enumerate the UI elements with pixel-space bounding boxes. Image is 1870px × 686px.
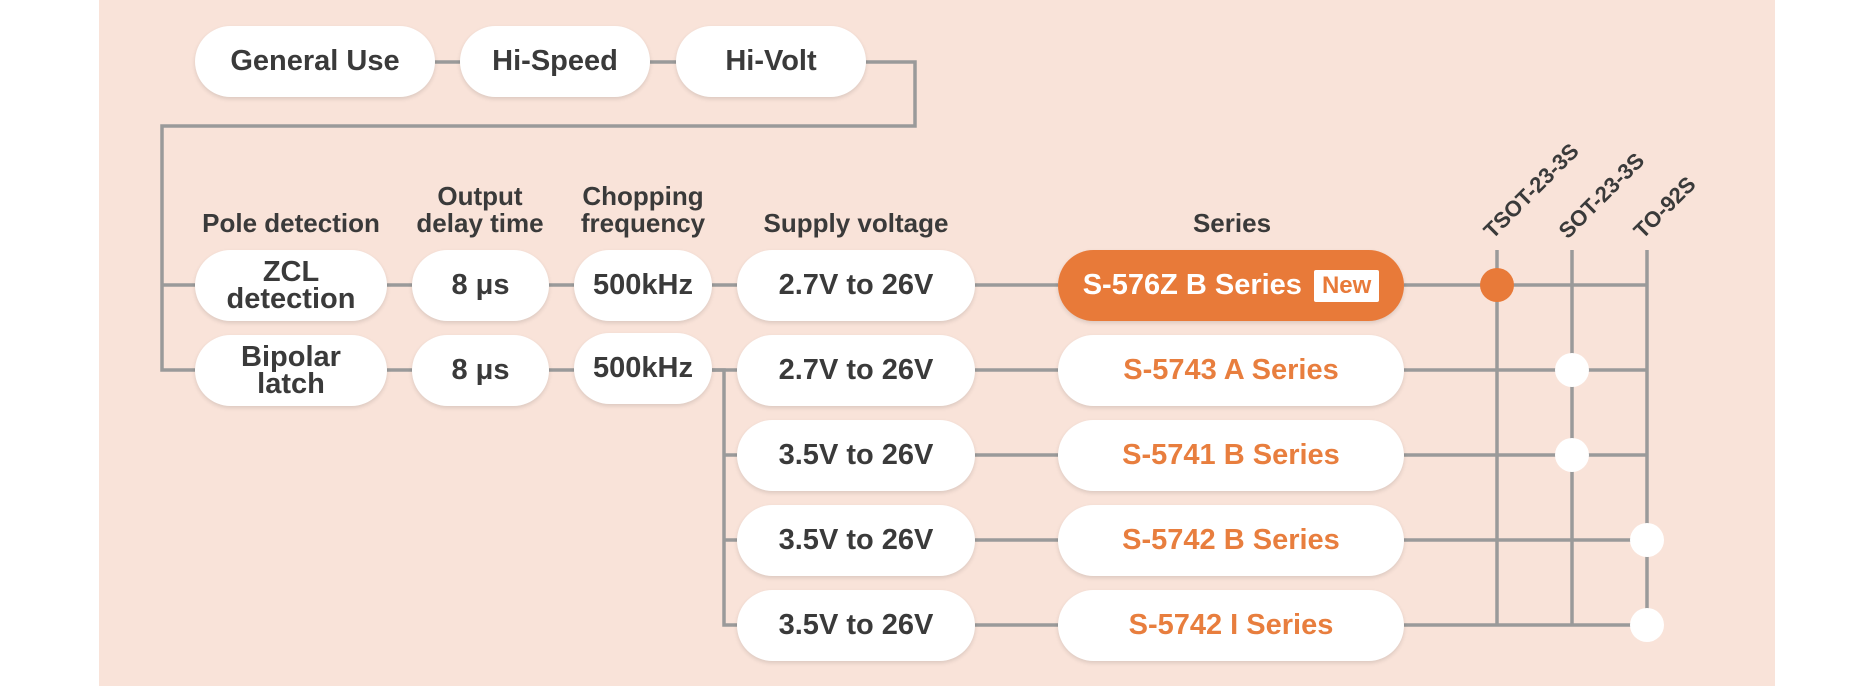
package-dot-row3 — [1555, 438, 1589, 472]
chopping-frequency-row1: 500kHz — [574, 250, 712, 321]
supply-voltage-row3: 3.5V to 26V — [737, 420, 975, 491]
package-dot-row1 — [1480, 268, 1514, 302]
package-dot-row4 — [1630, 523, 1664, 557]
package-dot-row2 — [1555, 353, 1589, 387]
package-dot-row5 — [1630, 608, 1664, 642]
header-series: Series — [1192, 208, 1272, 238]
new-badge: New — [1313, 269, 1380, 302]
header-chopping-frequency: Chopping frequency — [580, 181, 706, 238]
header-output-delay-time: Output delay time — [416, 181, 544, 238]
series-s-5742-b[interactable]: S-5742 B Series — [1058, 505, 1404, 576]
supply-voltage-row2: 2.7V to 26V — [737, 335, 975, 406]
supply-voltage-row4: 3.5V to 26V — [737, 505, 975, 576]
hi-speed-pill: Hi-Speed — [460, 26, 650, 97]
hi-volt-pill: Hi-Volt — [676, 26, 866, 97]
chopping-frequency-row2: 500kHz — [574, 333, 712, 404]
general-use-pill: General Use — [195, 26, 435, 97]
supply-voltage-row5: 3.5V to 26V — [737, 590, 975, 661]
series-s-5743-a[interactable]: S-5743 A Series — [1058, 335, 1404, 406]
series-s-5741-b[interactable]: S-5741 B Series — [1058, 420, 1404, 491]
header-supply-voltage: Supply voltage — [763, 208, 949, 238]
pole-detection-zcl: ZCL detection — [195, 250, 387, 321]
header-pole-detection: Pole detection — [202, 208, 380, 238]
output-delay-row1: 8 μs — [412, 250, 549, 321]
supply-voltage-row1: 2.7V to 26V — [737, 250, 975, 321]
series-s-5742-i[interactable]: S-5742 I Series — [1058, 590, 1404, 661]
output-delay-row2: 8 μs — [412, 335, 549, 406]
pole-detection-bipolar-latch: Bipolar latch — [195, 335, 387, 406]
